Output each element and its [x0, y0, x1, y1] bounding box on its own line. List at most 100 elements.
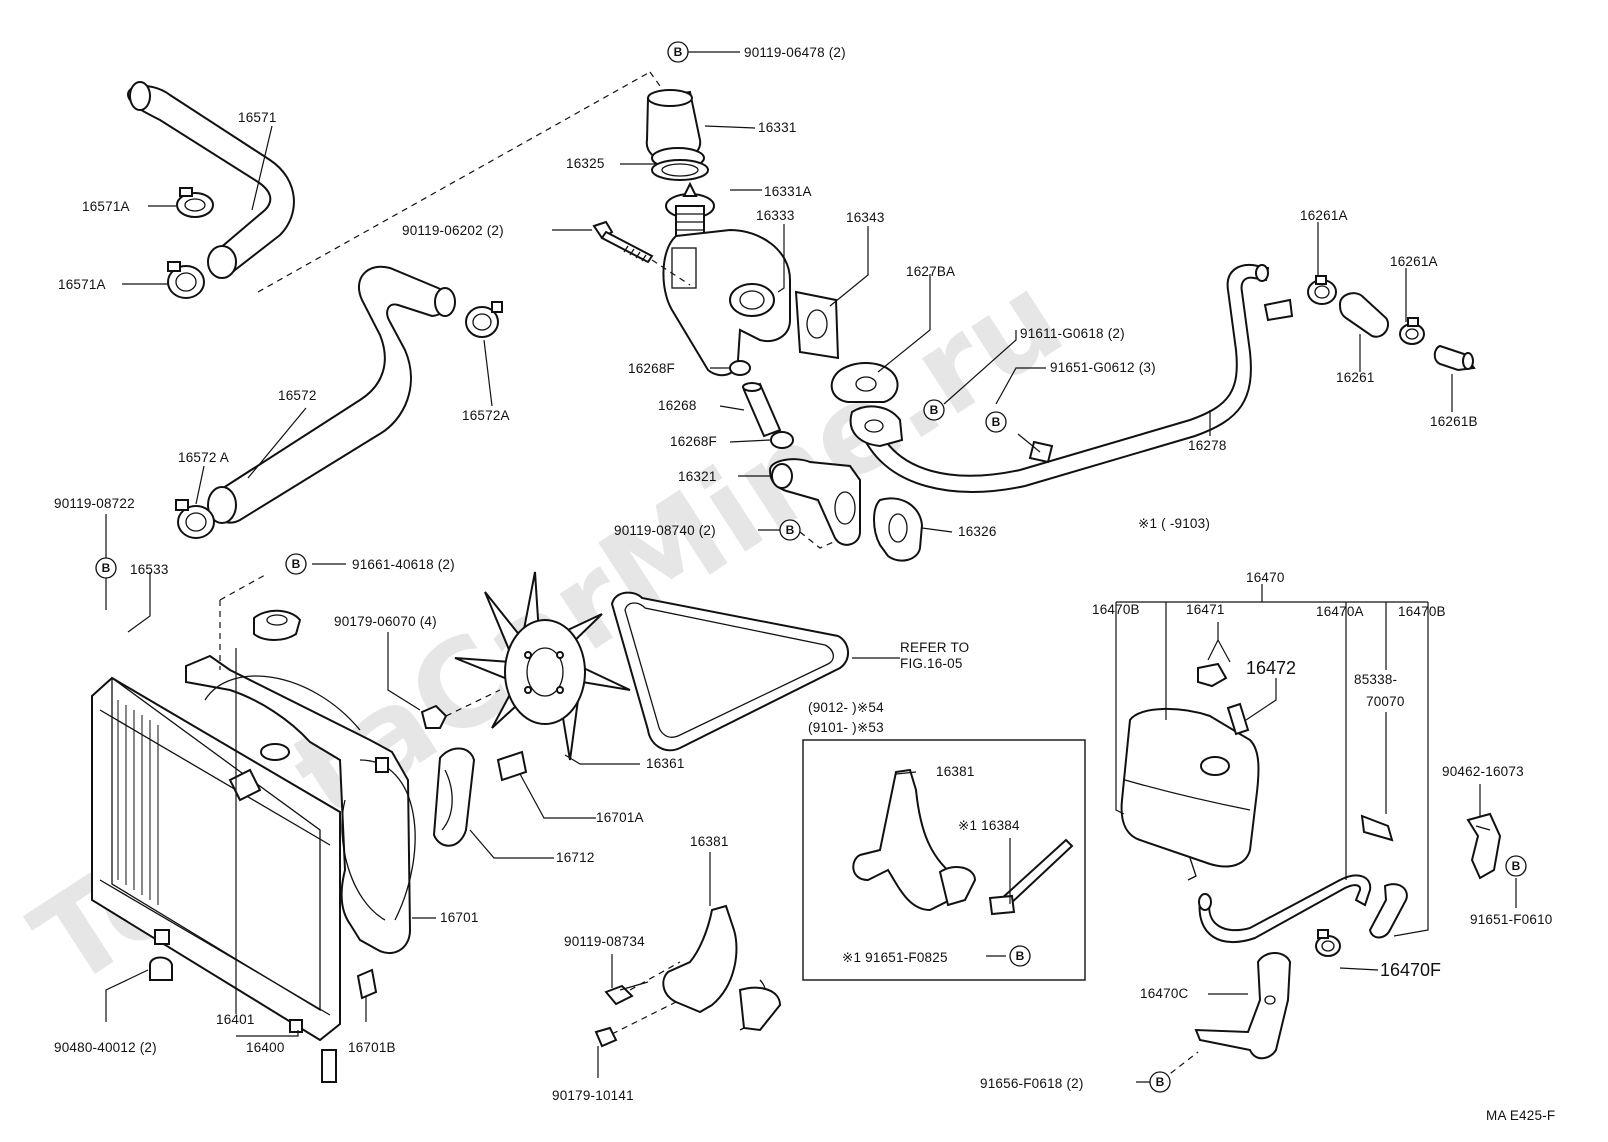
label-16261B: 16261B	[1430, 414, 1478, 429]
hose-16572	[207, 265, 456, 524]
gasket-16343	[794, 290, 840, 360]
label-refer-to-line2: FIG.16-05	[900, 656, 963, 671]
label-16470: 16470	[1246, 570, 1285, 585]
label-16381-lower: 16381	[690, 834, 729, 849]
shroud-16712	[432, 747, 476, 847]
label-91651-F0825: ※1 91651-F0825	[842, 950, 948, 965]
label-16572A-upper: 16572A	[462, 408, 510, 423]
svg-text:B: B	[786, 523, 795, 537]
label-16701B: 16701B	[348, 1040, 396, 1055]
svg-text:B: B	[1156, 1075, 1165, 1089]
label-1627BA: 1627BA	[906, 264, 955, 279]
inset-box	[802, 739, 1086, 981]
label-16572A-lower: 16572 A	[178, 450, 229, 465]
label-16571A-lower: 16571A	[58, 277, 106, 292]
label-91661-40618: 91661-40618 (2)	[352, 557, 455, 572]
label-16571A-upper: 16571A	[82, 199, 130, 214]
label-91651-G0612: 91651-G0612 (3)	[1050, 360, 1156, 375]
bracket-16381-lower	[662, 904, 782, 1032]
fan-shroud-16701	[185, 654, 416, 955]
label-70070: 70070	[1366, 694, 1405, 709]
label-16278: 16278	[1188, 438, 1227, 453]
clamp-16572A-upper	[465, 301, 503, 338]
hose-16571	[127, 81, 295, 279]
label-90119-06202: 90119-06202 (2)	[402, 223, 504, 238]
radiator-cap-16401	[253, 609, 302, 641]
gasket-16325	[651, 159, 709, 181]
label-16701: 16701	[440, 910, 479, 925]
part-labels: 90119-06478 (2) 16331 16325 16331A 16333…	[54, 45, 1555, 1123]
bolt-90179-10141	[594, 1026, 618, 1048]
label-16400: 16400	[246, 1040, 285, 1055]
water-outlet-16331	[645, 89, 705, 169]
water-inlet-16321	[768, 458, 861, 546]
svg-text:B: B	[1512, 859, 1521, 873]
figure-code: MA E425-F	[1486, 1108, 1555, 1123]
label-16331: 16331	[758, 120, 797, 135]
flange-1627BA-lower	[849, 405, 904, 448]
svg-text:B: B	[1016, 949, 1025, 963]
svg-text:B: B	[930, 403, 939, 417]
hose-16470A	[1198, 874, 1372, 943]
label-16533: 16533	[130, 562, 169, 577]
clamp-16571A-lower	[167, 261, 205, 299]
label-16472: 16472	[1246, 658, 1296, 678]
o-ring-16268F-upper	[729, 360, 751, 376]
clamp-16470F	[1315, 929, 1341, 957]
svg-text:B: B	[674, 45, 683, 59]
bracket-16470C	[1194, 952, 1292, 1060]
label-91656-F0618: 91656-F0618 (2)	[980, 1076, 1084, 1091]
label-16268F-lower: 16268F	[670, 434, 717, 449]
hose-16261	[1338, 292, 1390, 338]
cap-16471	[1197, 662, 1228, 688]
label-16343: 16343	[846, 210, 885, 225]
v-belt	[610, 591, 849, 752]
label-range-9101: (9101- )※53	[808, 720, 884, 735]
radiator-core-fins	[117, 700, 159, 905]
water-inlet-housing-16333	[662, 228, 791, 377]
b-marker-90119-06478: B	[667, 41, 689, 63]
label-refer-to-line1: REFER TO	[900, 640, 969, 655]
drain-plug-90480-40012	[149, 956, 173, 981]
hose-85338-70070	[1360, 814, 1394, 842]
label-note-9103: ※1 ( -9103)	[1138, 516, 1210, 531]
pipe-16268	[742, 382, 782, 438]
fan-16361	[454, 571, 631, 761]
clamp-16572A-lower	[175, 499, 215, 539]
bolt-90119-08734	[604, 981, 649, 1006]
label-16701A: 16701A	[596, 810, 644, 825]
svg-text:B: B	[102, 561, 111, 575]
label-16712: 16712	[556, 850, 595, 865]
clamp-16261A-lower	[1399, 317, 1425, 345]
label-16261A-upper: 16261A	[1300, 208, 1348, 223]
label-16261: 16261	[1336, 370, 1375, 385]
clamp-16571A-upper	[176, 187, 214, 218]
label-16384: ※1 16384	[958, 818, 1020, 833]
label-16331A: 16331A	[764, 184, 812, 199]
clip-16701A	[496, 750, 528, 782]
label-90179-06070: 90179-06070 (4)	[334, 614, 437, 629]
label-16470B-left: 16470B	[1092, 602, 1140, 617]
stay-16384	[988, 838, 1074, 916]
label-16261A-lower: 16261A	[1390, 254, 1438, 269]
label-90480-40012: 90480-40012 (2)	[54, 1040, 157, 1055]
label-90119-08740: 90119-08740 (2)	[614, 523, 716, 538]
label-16571: 16571	[238, 110, 277, 125]
b-marker-90119-08722: B	[95, 557, 117, 579]
label-16333: 16333	[756, 208, 795, 223]
label-16321: 16321	[678, 469, 717, 484]
label-16361: 16361	[646, 756, 685, 771]
label-91611-G0618: 91611-G0618 (2)	[1020, 326, 1125, 341]
label-16381-inset: 16381	[936, 764, 975, 779]
label-90119-08722: 90119-08722	[54, 496, 135, 511]
pipe-16261B	[1433, 344, 1476, 372]
label-90462-16073: 90462-16073	[1442, 764, 1524, 779]
clip-90462-16073	[1466, 812, 1502, 880]
label-16401: 16401	[216, 1012, 255, 1027]
reservoir-16470	[1120, 708, 1260, 881]
label-16470F: 16470F	[1380, 960, 1441, 980]
label-16325: 16325	[566, 156, 605, 171]
b-marker-91651-G0612: B	[985, 411, 1007, 433]
